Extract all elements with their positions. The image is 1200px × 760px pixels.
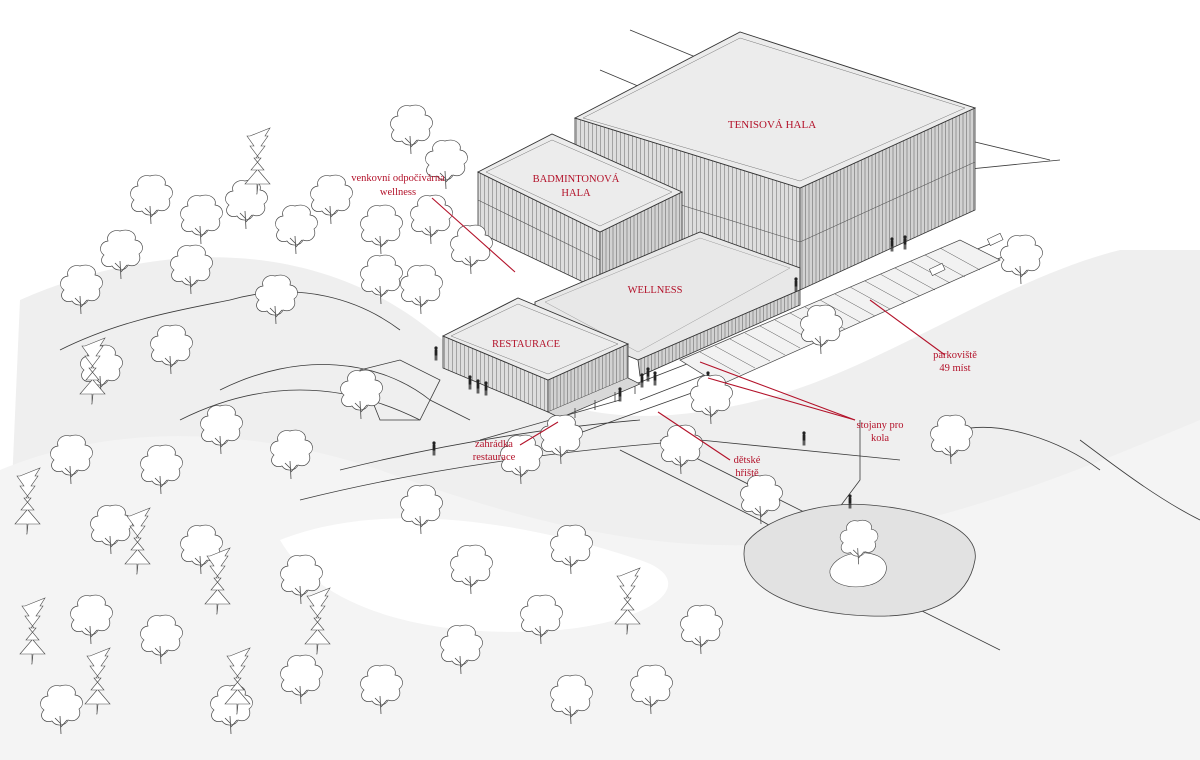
label-playground-line1: dětské [734, 455, 761, 466]
pond [743, 503, 976, 617]
label-garden-line1: zahrádka [475, 439, 513, 450]
label-outdoor-rest-line2: wellness [380, 187, 416, 198]
label-tennis-hall: TENISOVÁ HALA [728, 119, 816, 131]
label-outdoor-rest-line1: venkovní odpočívárna [351, 173, 445, 184]
restaurant-building [441, 297, 641, 419]
label-restaurant: RESTAURACE [492, 339, 560, 350]
wellness-building [534, 231, 801, 377]
annotation-leader-lines [431, 197, 946, 461]
label-bike-stands-line1: stojany pro [857, 420, 904, 431]
label-parking-line1: parkoviště [933, 350, 977, 361]
tennis-hall [573, 31, 977, 291]
label-parking-line2: 49 míst [939, 363, 970, 374]
label-wellness: WELLNESS [628, 285, 683, 296]
label-playground-line2: hřiště [735, 468, 759, 479]
label-badminton-hall-line2: HALA [561, 188, 591, 199]
label-badminton-hall-line1: BADMINTONOVÁ [533, 173, 620, 185]
label-garden-line2: restaurace [473, 452, 516, 463]
label-bike-stands-line2: kola [871, 433, 889, 444]
